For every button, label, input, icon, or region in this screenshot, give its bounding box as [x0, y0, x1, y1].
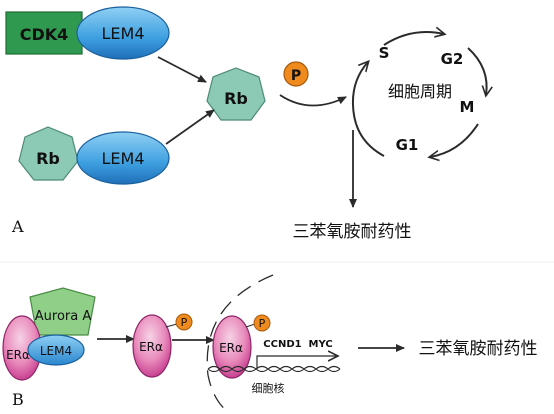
dna-strand: [207, 365, 341, 373]
cycle-arc-s-g2: [383, 32, 444, 46]
lem4-bottom-label: LEM4: [101, 149, 144, 168]
phospho-b1-label: P: [181, 316, 188, 329]
phospho-a-label: P: [291, 68, 301, 84]
nucleus-label: 细胞核: [252, 381, 285, 395]
phospho-badge-b2: [253, 314, 271, 332]
cycle-center-label: 细胞周期: [388, 82, 452, 101]
er-alpha-phos-2: ERα P: [212, 314, 271, 379]
lem4-top-ellipse: LEM4: [76, 6, 170, 60]
arrow-rb-to-cycle: [279, 94, 347, 107]
er-alpha-label-1: ERα: [6, 348, 30, 362]
cycle-arc-g2-m: [467, 47, 487, 95]
cdk4-box: CDK4: [5, 11, 83, 55]
nucleus-boundary: [206, 274, 274, 413]
er-alpha-phos-1: ERα P: [132, 313, 193, 378]
panel-label-a: A: [11, 217, 24, 236]
rb-phosphorylated: Rb: [206, 67, 266, 121]
cdk4-label: CDK4: [20, 25, 69, 44]
aurora-a-shape: Aurora A: [29, 287, 96, 336]
cell-cycle: [351, 32, 487, 157]
cycle-label-s: S: [379, 44, 390, 62]
panel-a: CDK4 LEM4 Rb P Rb LEM4: [5, 6, 487, 242]
cycle-label-m: M: [460, 98, 475, 116]
er-alpha-label-3: ERα: [219, 341, 243, 355]
cycle-label-g1: G1: [396, 136, 419, 154]
phospho-badge-b1: [175, 313, 193, 331]
rb-bottom: Rb: [18, 126, 79, 181]
er-alpha-label-2: ERα: [139, 340, 163, 354]
cycle-arc-g1-s: [351, 62, 385, 157]
phospho-badge-a: P: [283, 61, 309, 87]
outcome-b: 三苯氧胺耐药性: [419, 339, 538, 359]
arrow-rbcomplex-to-rb: [165, 109, 215, 145]
arrow-lem4-to-rb: [157, 56, 207, 83]
aurora-a-label: Aurora A: [35, 309, 92, 324]
cycle-label-g2: G2: [441, 50, 464, 68]
phospho-b2-label: P: [259, 317, 266, 330]
panel-label-b: B: [12, 390, 24, 409]
transcription-arrow: [256, 356, 337, 369]
lem4-top-label: LEM4: [101, 24, 144, 43]
outcome-a: 三苯氧胺耐药性: [293, 222, 412, 242]
rb-bottom-label: Rb: [36, 149, 60, 168]
genes-label: CCND1 MYC: [263, 339, 332, 350]
rb-phos-label: Rb: [224, 89, 248, 108]
lem4-bottom-ellipse: LEM4: [76, 131, 170, 185]
lem4-small-ellipse: LEM4: [27, 334, 85, 366]
lem4-small-label: LEM4: [40, 344, 72, 358]
panel-b: Aurora A ERα LEM4 ERα P ERα: [2, 274, 538, 413]
cycle-arc-m-g1: [430, 123, 479, 157]
